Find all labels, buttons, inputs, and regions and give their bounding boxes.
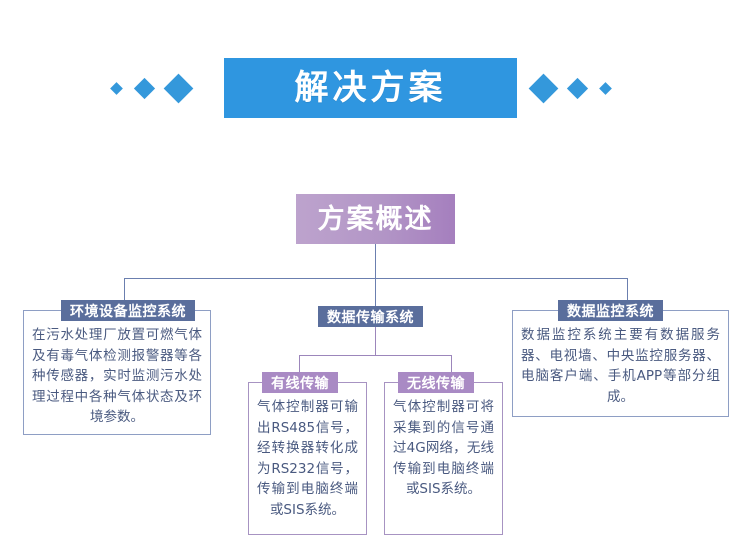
diamond-icon	[566, 77, 589, 99]
connector-root-stem	[375, 244, 376, 278]
badge-monitor-system: 数据监控系统	[558, 300, 663, 321]
badge-monitor-system-label: 数据监控系统	[567, 303, 654, 320]
connector-drop-wireless	[451, 355, 452, 382]
diamond-icon	[133, 77, 156, 99]
page-title: 解决方案	[294, 68, 447, 108]
root-node-label: 方案概述	[317, 203, 434, 235]
diamond-icon	[163, 73, 194, 103]
badge-env-system-label: 环境设备监控系统	[70, 303, 186, 320]
badge-wired-transmission: 有线传输	[262, 372, 338, 393]
badge-wireless-transmission-label: 无线传输	[407, 375, 465, 392]
badge-transmission-system: 数据传输系统	[318, 306, 423, 327]
badge-transmission-system-label: 数据传输系统	[327, 309, 414, 326]
diamond-icon	[528, 73, 559, 103]
connector-drop-wired	[299, 355, 300, 382]
card-monitor-system: 数据监控系统主要有数据服务器、电视墙、中央监控服务器、电脑客户端、手机APP等部…	[512, 310, 729, 417]
card-wired-transmission: 气体控制器可输出RS485信号，经转换器转化成为RS232信号，传输到电脑终端或…	[248, 382, 367, 535]
connector-transmission-bus	[299, 355, 452, 356]
card-wired-transmission-body: 气体控制器可输出RS485信号，经转换器转化成为RS232信号，传输到电脑终端或…	[257, 399, 358, 518]
decorative-diamonds-right	[528, 58, 612, 118]
card-monitor-system-body: 数据监控系统主要有数据服务器、电视墙、中央监控服务器、电脑客户端、手机APP等部…	[521, 327, 720, 405]
badge-wired-transmission-label: 有线传输	[271, 375, 329, 392]
badge-env-system: 环境设备监控系统	[61, 300, 195, 321]
decorative-diamonds-left	[110, 58, 194, 118]
card-wireless-transmission: 气体控制器可将采集到的信号通过4G网络，无线传输到电脑终端或SIS系统。	[384, 382, 503, 535]
root-node-overview: 方案概述	[296, 194, 455, 244]
card-env-system-body: 在污水处理厂放置可燃气体及有毒气体检测报警器等各种传感器，实时监测污水处理过程中…	[32, 327, 202, 426]
connector-transmission-stem	[375, 327, 376, 355]
connector-drop-transmission	[375, 278, 376, 310]
card-env-system: 在污水处理厂放置可燃气体及有毒气体检测报警器等各种传感器，实时监测污水处理过程中…	[23, 310, 211, 435]
badge-wireless-transmission: 无线传输	[398, 372, 474, 393]
connector-drop-monitor	[627, 278, 628, 310]
card-wireless-transmission-body: 气体控制器可将采集到的信号通过4G网络，无线传输到电脑终端或SIS系统。	[393, 399, 494, 498]
diamond-icon	[599, 81, 612, 95]
diamond-icon	[110, 81, 123, 95]
page-title-plate: 解决方案	[224, 58, 517, 118]
connector-drop-env	[124, 278, 125, 310]
